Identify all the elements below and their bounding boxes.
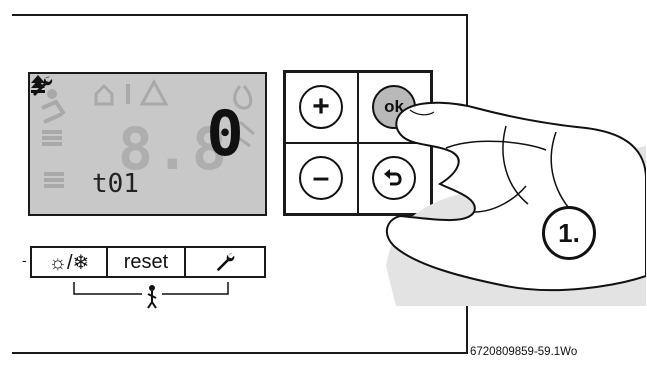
service-button[interactable] xyxy=(186,248,264,276)
wrench-icon xyxy=(214,251,236,273)
dash-mark: - xyxy=(22,252,27,268)
plus-key[interactable]: + xyxy=(285,72,358,143)
step-number-badge: 1. xyxy=(542,206,596,260)
function-button-row: ☼/❄ reset xyxy=(30,246,266,278)
reset-button[interactable]: reset xyxy=(108,248,186,276)
minus-button[interactable]: – xyxy=(299,156,343,200)
figure-caption: 6720809859-59.1Wo xyxy=(470,346,577,358)
lcd-display: 8.8 0 t01 xyxy=(28,72,267,216)
chimney-sweep-icon xyxy=(148,285,156,308)
chimney-sweep-bracket xyxy=(72,280,232,310)
minus-key[interactable]: – xyxy=(285,143,358,214)
plus-button[interactable]: + xyxy=(299,85,343,129)
lcd-main-digit: 0 xyxy=(202,104,248,164)
summer-winter-button[interactable]: ☼/❄ xyxy=(32,248,108,276)
chimney-up-arrow-icon xyxy=(30,74,46,94)
lcd-code: t01 xyxy=(92,170,139,198)
hand-illustration xyxy=(356,86,646,306)
